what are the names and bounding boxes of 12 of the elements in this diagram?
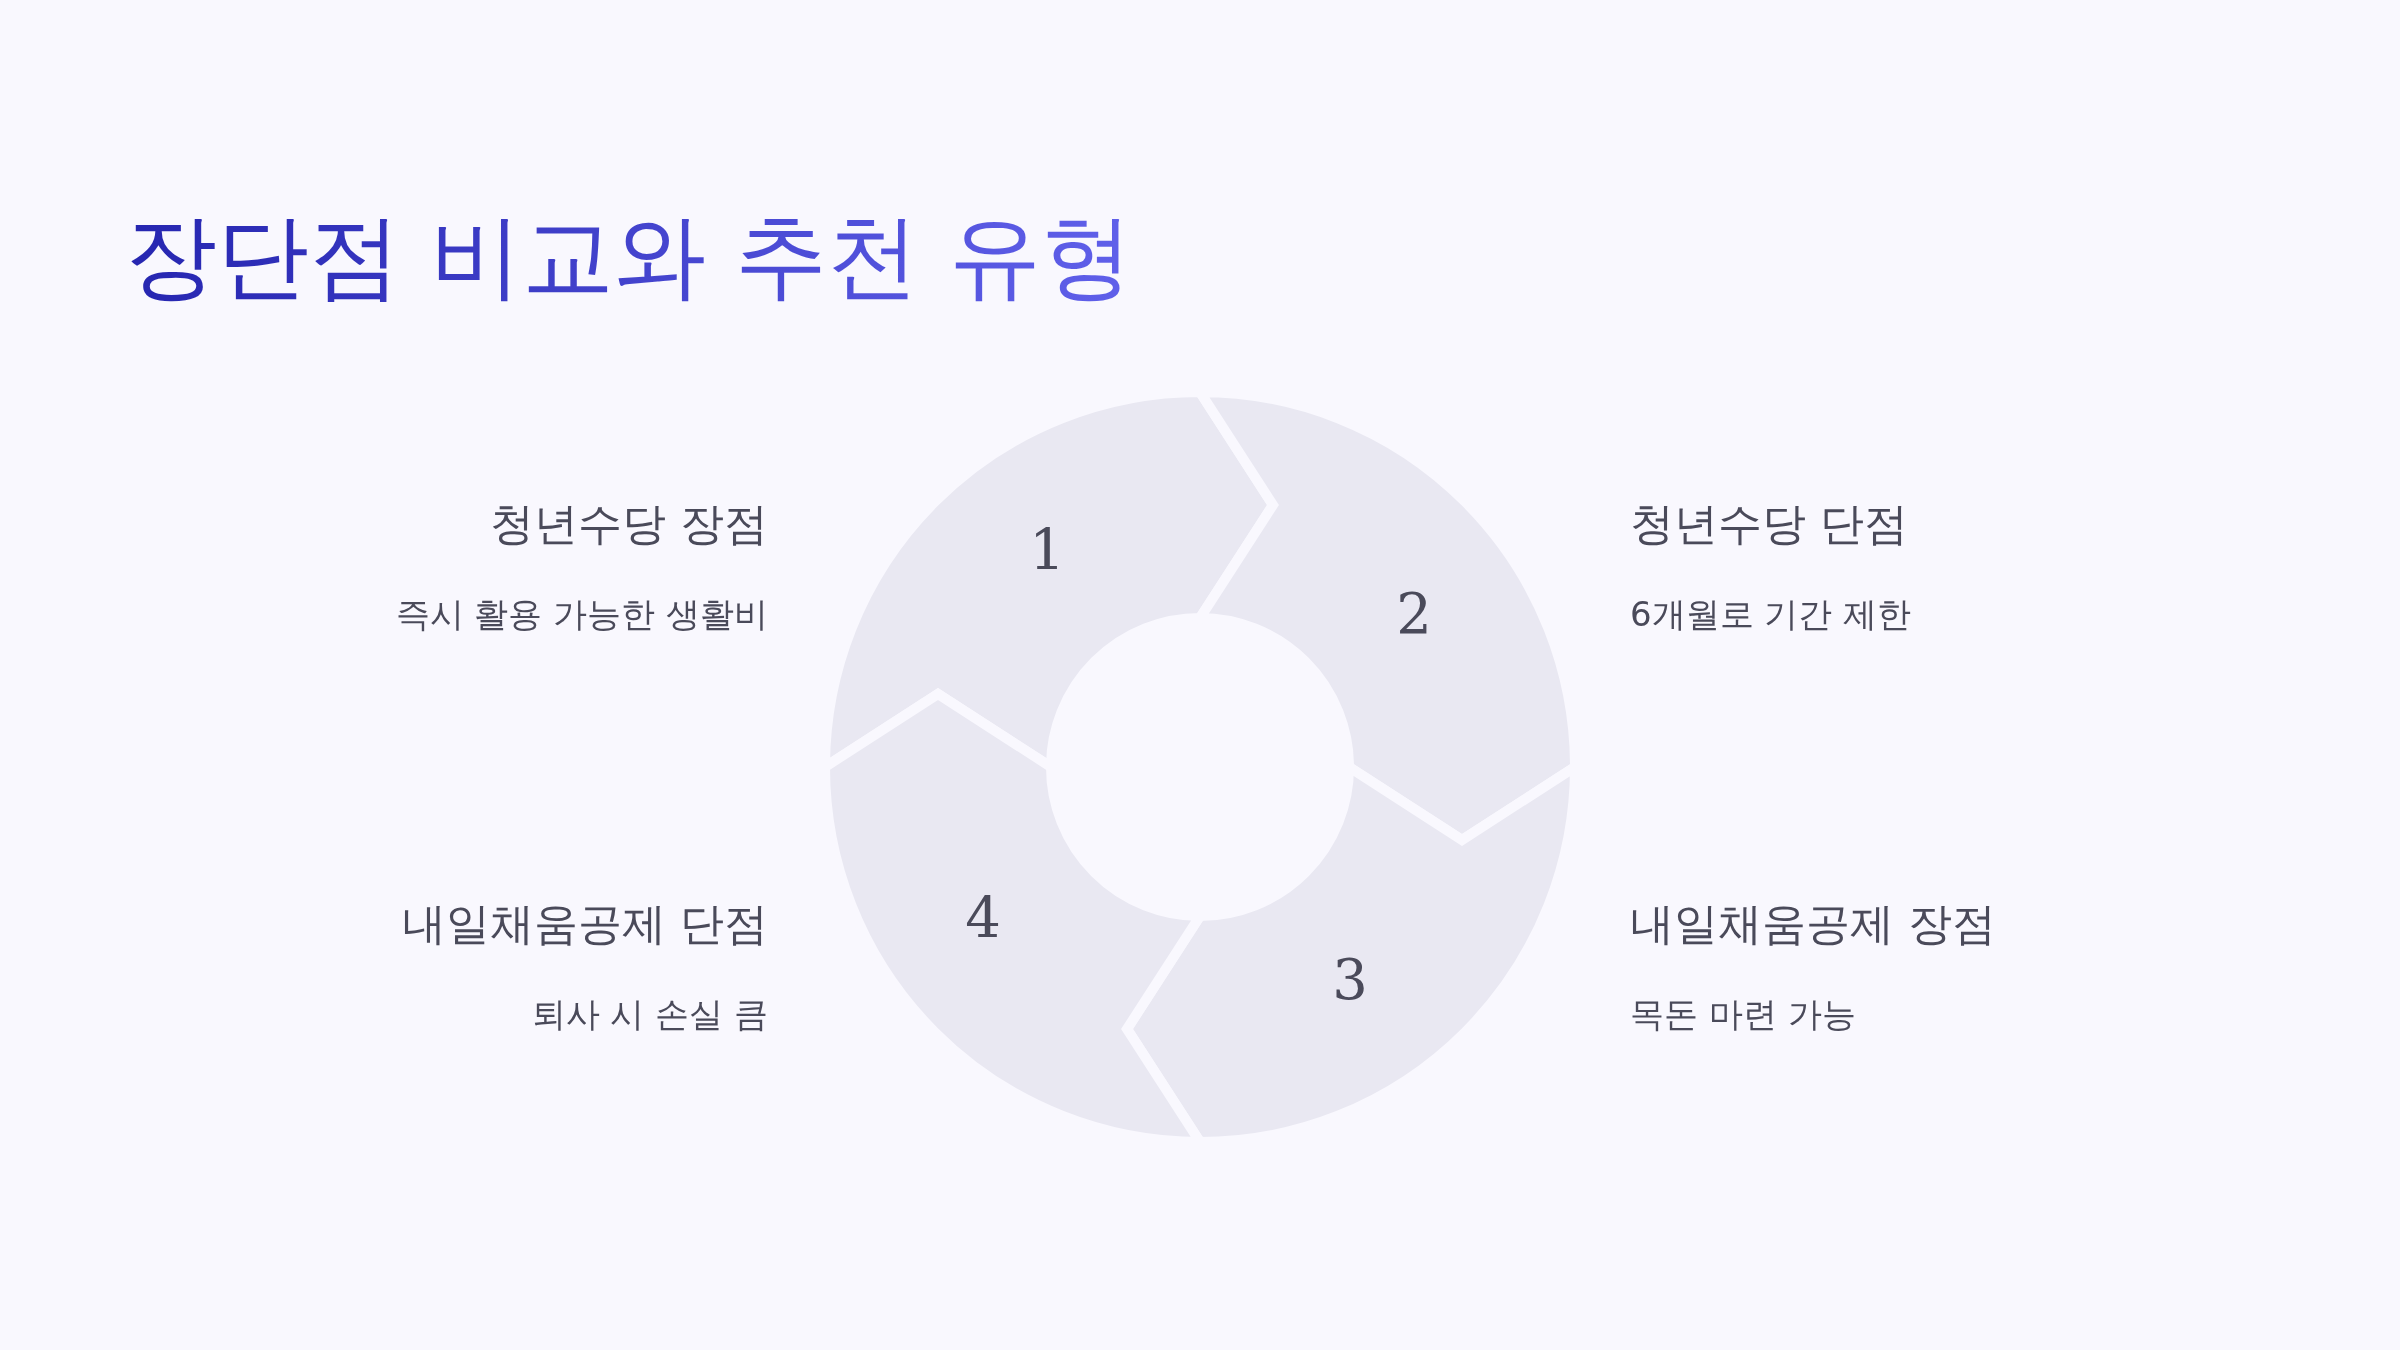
segment-description: 퇴사 시 손실 큼 bbox=[530, 993, 768, 1036]
step-number: 1 bbox=[1029, 517, 1065, 582]
segment-description: 목돈 마련 가능 bbox=[1630, 993, 1857, 1036]
step-number: 2 bbox=[1396, 581, 1432, 646]
segment-description: 즉시 활용 가능한 생활비 bbox=[394, 593, 768, 636]
step-number: 3 bbox=[1332, 947, 1368, 1012]
segment-heading: 청년수당 단점 bbox=[1630, 497, 1909, 551]
segment-heading: 내일채움공제 단점 bbox=[401, 897, 768, 951]
segment-heading: 청년수당 장점 bbox=[489, 497, 768, 551]
step-number: 4 bbox=[965, 885, 1001, 950]
segment-description: 6개월로 기간 제한 bbox=[1630, 593, 1913, 636]
segment-heading: 내일채움공제 장점 bbox=[1630, 897, 1997, 951]
